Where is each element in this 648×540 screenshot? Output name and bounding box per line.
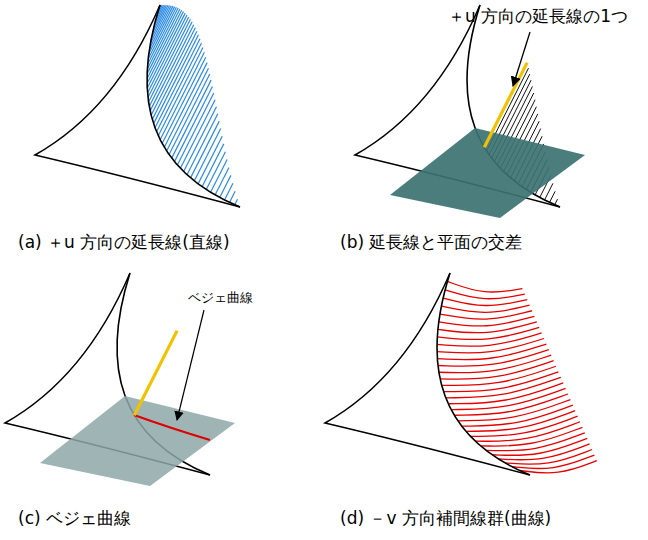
interpolation-curve	[447, 281, 522, 292]
interpolation-curve	[486, 433, 585, 451]
interpolation-curve	[458, 400, 571, 421]
interpolation-curve	[498, 444, 589, 460]
interpolation-curve	[441, 305, 529, 312]
extension-line	[194, 129, 220, 181]
interpolation-curve	[439, 316, 535, 326]
interpolation-curve	[492, 438, 587, 455]
caption: (a) ＋u 方向の延長線(直線)	[18, 232, 230, 252]
interpolation-curves	[437, 281, 597, 472]
extension-line	[150, 6, 169, 44]
extension-line	[202, 144, 224, 187]
interpolation-curve	[437, 344, 546, 360]
callout-label: ＋u 方向の延長線の1つ	[448, 6, 628, 26]
leader-line	[513, 32, 530, 86]
interpolation-curve	[442, 366, 556, 385]
caption: (d) －v 方向補間線群(曲線)	[340, 508, 551, 528]
surface-outline	[325, 273, 530, 475]
extension-line	[206, 152, 225, 190]
extension-line	[180, 100, 215, 169]
extension-line	[220, 175, 231, 197]
surface-outline	[35, 5, 240, 207]
leader-line	[177, 310, 204, 420]
boundary-curve	[147, 5, 240, 207]
interpolation-curve	[439, 355, 551, 373]
interpolation-curve	[505, 450, 592, 465]
extension-lines	[147, 5, 238, 205]
interpolation-curve	[438, 350, 549, 367]
interpolation-curve	[520, 461, 597, 473]
interpolation-curve	[440, 311, 532, 319]
interpolation-curve	[446, 377, 561, 397]
interpolation-curve	[443, 298, 527, 305]
panel-a	[35, 5, 240, 207]
interpolation-curve	[466, 411, 575, 432]
interpolation-curve	[448, 383, 563, 404]
extension-line	[147, 10, 182, 79]
caption: (c) ベジェ曲線	[18, 508, 131, 528]
interpolation-curve	[437, 339, 544, 353]
extension-line	[550, 191, 556, 202]
callout-label: ベジェ曲線	[188, 290, 253, 306]
extension-line	[174, 86, 212, 161]
boundary-curve	[437, 273, 530, 475]
extension-line	[152, 31, 197, 119]
extension-line	[147, 13, 185, 88]
interpolation-curve	[454, 394, 568, 415]
interpolation-curve	[444, 372, 559, 392]
extension-line	[555, 199, 558, 205]
interpolation-curve	[462, 405, 573, 426]
extension-line	[184, 107, 217, 172]
extension-line	[149, 19, 191, 102]
interpolation-curve	[481, 427, 583, 446]
extension-line	[149, 22, 192, 107]
extension-line	[164, 63, 207, 148]
extension-line-highlight	[484, 63, 527, 148]
extension-line	[215, 167, 229, 195]
interpolation-curve	[445, 290, 525, 299]
extension-line	[147, 9, 180, 74]
extension-line	[484, 63, 527, 148]
extension-line-highlight	[134, 331, 177, 416]
panel-d	[325, 273, 597, 475]
extension-line	[230, 191, 236, 202]
interpolation-curve	[438, 322, 537, 333]
extension-line	[151, 28, 195, 115]
interpolation-curve	[470, 416, 577, 436]
caption: (b) 延長線と平面の交差	[340, 232, 522, 252]
extension-line	[167, 68, 209, 151]
extension-line	[150, 25, 194, 111]
extension-line	[235, 199, 238, 205]
bezier-curve	[134, 415, 210, 440]
extension-line	[134, 331, 177, 416]
panel-b	[355, 5, 585, 218]
extension-line	[160, 52, 204, 139]
interpolation-curve	[475, 422, 580, 441]
interpolation-curve	[440, 361, 553, 379]
interpolation-curve	[451, 388, 565, 409]
